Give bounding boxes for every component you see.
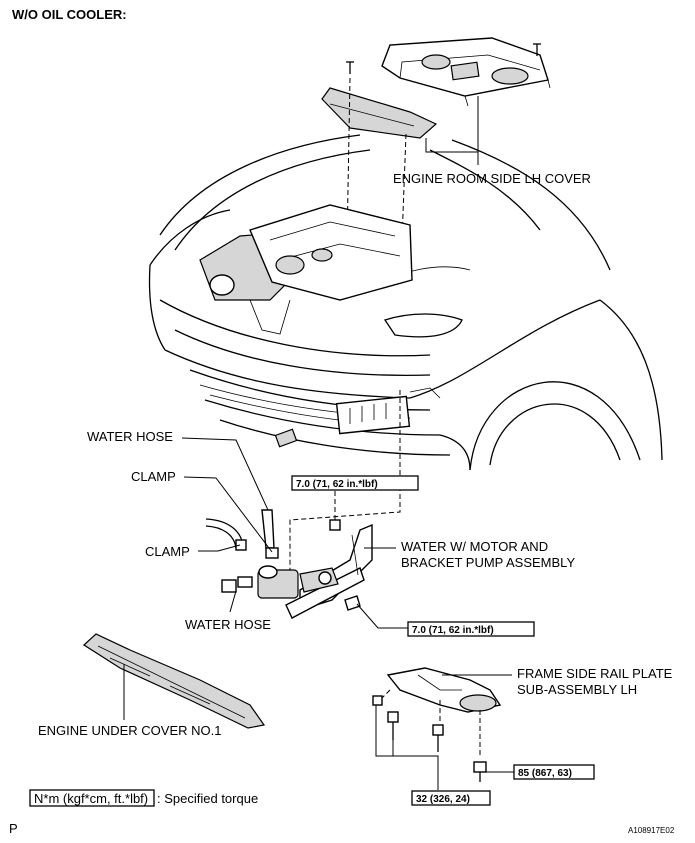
engine-under-cover-no1 (83, 633, 266, 729)
label-clamp-mid: CLAMP (145, 544, 190, 559)
vehicle-front-illustration (148, 134, 663, 471)
torque-upper-text: 7.0 (71, 62 in.*lbf) (296, 479, 378, 490)
torque-box-rail-clips: 32 (326, 24) (411, 790, 491, 806)
label-water-pump-line1: WATER W/ MOTOR AND (401, 539, 548, 554)
torque-legend: N*m (kgf*cm, ft.*lbf) : Specified torque (29, 789, 258, 807)
rail-main-bolt (473, 761, 487, 782)
torque-box-upper: 7.0 (71, 62 in.*lbf) (291, 475, 419, 491)
label-water-hose-top: WATER HOSE (87, 429, 173, 444)
frame-side-rail-plate (372, 667, 502, 782)
rail-clip-bolt-1 (372, 695, 383, 706)
footer-left-mark: P (9, 821, 18, 836)
label-engine-under-cover: ENGINE UNDER COVER NO.1 (38, 723, 221, 738)
cover-screw-right (533, 43, 541, 56)
torque-lower-text: 7.0 (71, 62 in.*lbf) (412, 625, 494, 636)
legend-description: : Specified torque (157, 791, 258, 806)
torque-box-lower: 7.0 (71, 62 in.*lbf) (407, 621, 535, 637)
label-water-pump-line2: BRACKET PUMP ASSEMBLY (401, 555, 575, 570)
diagram-title: W/O OIL COOLER: (12, 7, 127, 22)
cover-screw-left (346, 61, 354, 74)
legend-units: N*m (kgf*cm, ft.*lbf) (34, 791, 148, 806)
figure-code: A108917E02 (628, 826, 675, 835)
label-engine-room-side-lh-cover: ENGINE ROOM SIDE LH COVER (393, 171, 591, 186)
water-pump-assembly (205, 390, 401, 619)
leader-lines (123, 437, 514, 790)
torque-rail-bolt-text: 85 (867, 63) (518, 768, 572, 779)
label-water-hose-bottom: WATER HOSE (185, 617, 271, 632)
label-clamp-top: CLAMP (131, 469, 176, 484)
label-frame-rail-line1: FRAME SIDE RAIL PLATE (517, 666, 673, 681)
label-frame-rail-line2: SUB-ASSEMBLY LH (517, 682, 637, 697)
torque-box-rail-bolt: 85 (867, 63) (513, 764, 595, 780)
torque-rail-clips-text: 32 (326, 24) (416, 794, 470, 805)
rail-clip-bolt-3 (432, 724, 444, 752)
engine-room-side-lh-cover (321, 37, 551, 301)
rail-clip-bolt-2 (387, 711, 399, 740)
